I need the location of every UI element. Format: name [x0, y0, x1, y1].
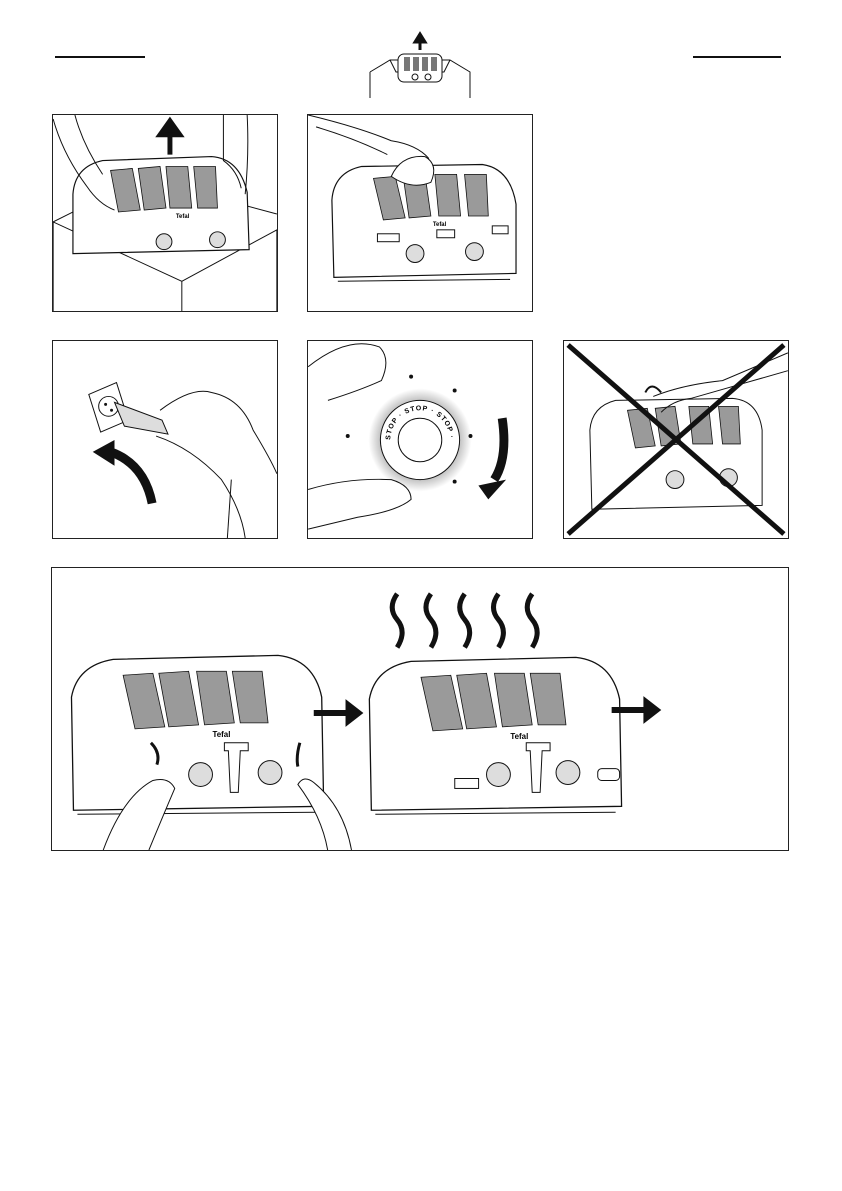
panel-lift-and-heat: Tefal Tefal [51, 567, 789, 851]
unpack-badge [360, 28, 480, 98]
brand-label: Tefal [212, 730, 230, 739]
curved-arrow-icon [111, 452, 153, 503]
panel-no-fingers [563, 340, 789, 539]
brand-label: Tefal [510, 732, 528, 741]
brand-label: Tefal [433, 222, 447, 228]
panel-unpack: Tefal [52, 114, 278, 312]
panel-turn-dial: STOP · STOP · STOP · [307, 340, 533, 539]
up-arrow-icon [415, 34, 425, 50]
clockwise-arrow-icon [494, 418, 504, 479]
header-rule-left [55, 56, 145, 58]
header-rule-right [693, 56, 781, 58]
steam-icon [392, 594, 537, 648]
brand-label: Tefal [176, 214, 190, 220]
up-arrow-icon [160, 121, 180, 155]
panel-wipe: Tefal [307, 114, 533, 312]
panel-plug-in [52, 340, 278, 539]
